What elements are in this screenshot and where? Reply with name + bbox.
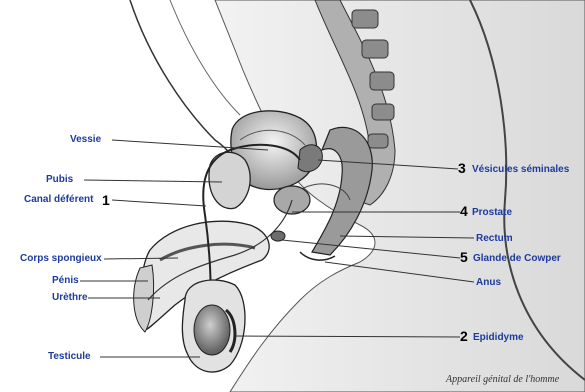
label-vessie: Vessie [70, 134, 101, 146]
label-penis: Pénis [52, 275, 79, 287]
figure-caption: Appareil génital de l'homme [446, 374, 559, 385]
number-vesicules-seminales: 3 [458, 161, 466, 175]
label-canal-deferent: Canal déférent [24, 194, 93, 206]
label-glande-cowper: Glande de Cowper [473, 253, 561, 265]
label-epididyme: Epididyme [473, 332, 524, 344]
number-canal-deferent: 1 [102, 193, 110, 207]
label-prostate: Prostate [472, 207, 512, 219]
leader-pubis [84, 180, 222, 182]
label-testicule: Testicule [48, 351, 91, 363]
label-rectum: Rectum [476, 233, 513, 245]
number-prostate: 4 [460, 204, 468, 218]
leader-canal-deferent [112, 200, 206, 206]
label-corps-spongieux: Corps spongieux [20, 253, 102, 265]
testis-shape [194, 305, 230, 355]
label-vesicules-seminales: Vésicules séminales [472, 164, 569, 176]
label-urethre: Urèthre [52, 292, 88, 304]
body-silhouette [215, 0, 585, 392]
label-anus: Anus [476, 277, 501, 289]
label-pubis: Pubis [46, 174, 73, 186]
number-epididyme: 2 [460, 329, 468, 343]
number-glande-cowper: 5 [460, 250, 468, 264]
